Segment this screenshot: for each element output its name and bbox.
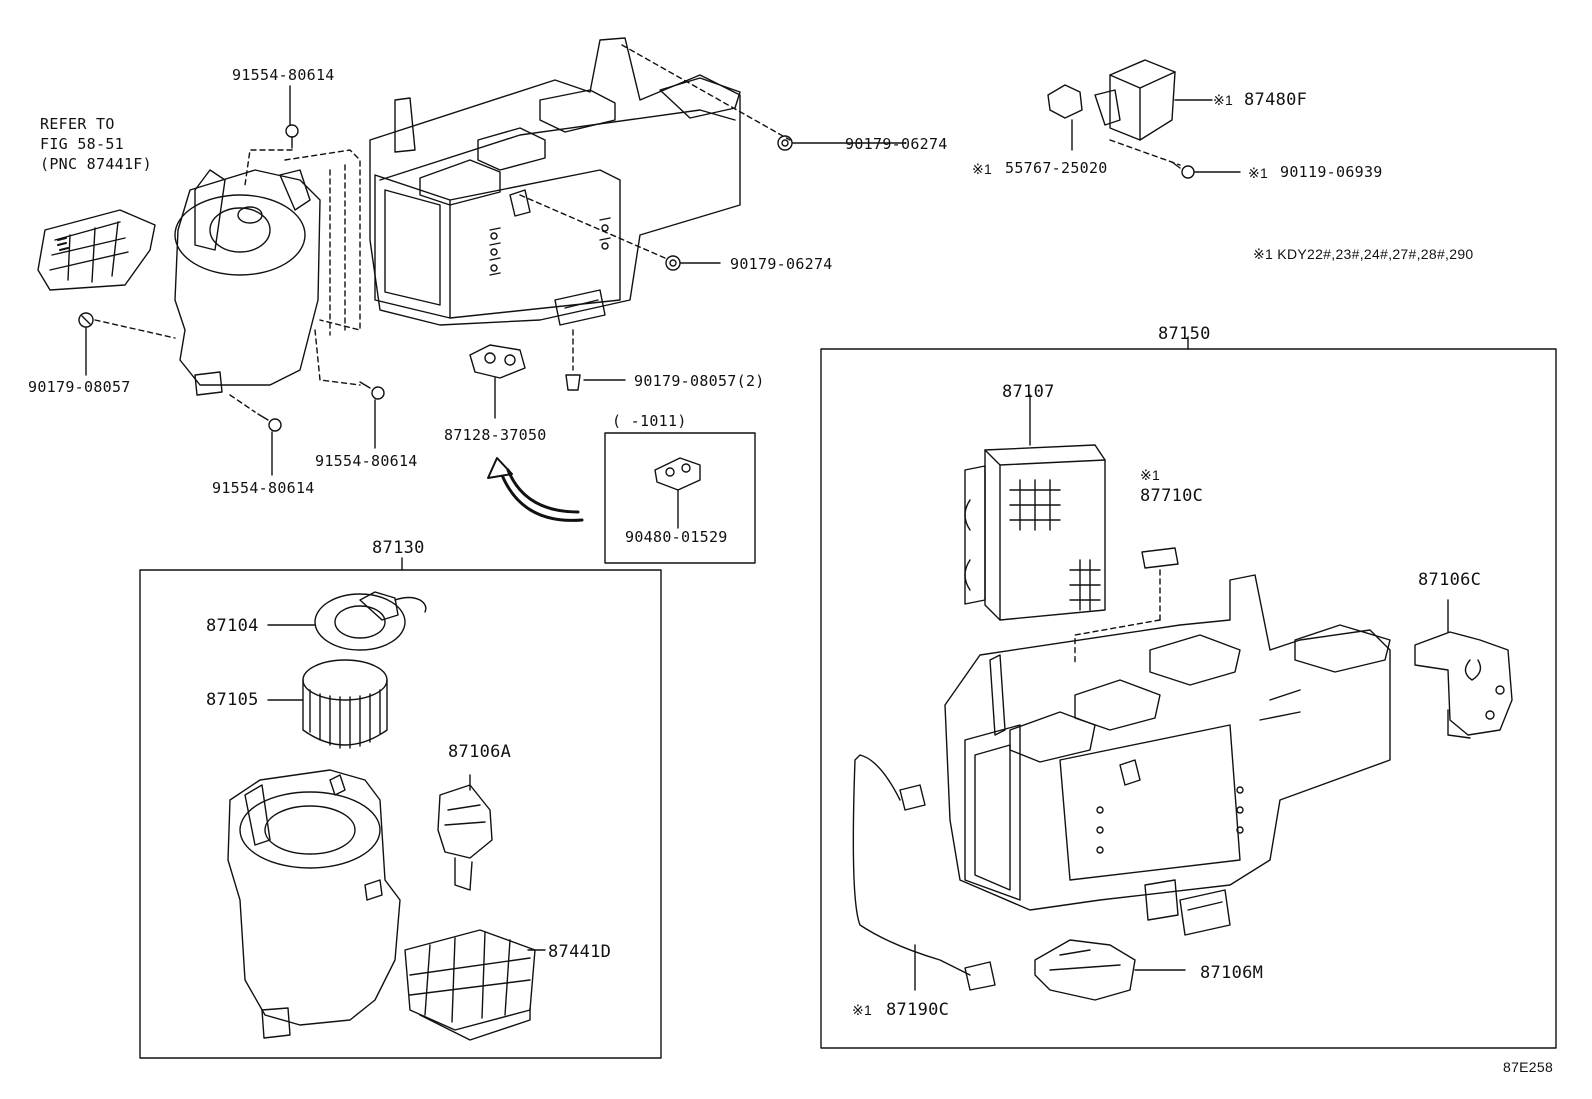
- inset-box: [604, 432, 756, 564]
- screw-note-mark: ※1: [1248, 165, 1269, 181]
- part-number-nut-left: 90179-08057: [28, 378, 131, 396]
- part-number-nut-mid-right: 90179-06274: [730, 255, 833, 273]
- refer-note-line1: REFER TO: [40, 115, 115, 133]
- filter-cover-drawing: [37, 209, 156, 291]
- part-number-screw: 90119-06939: [1280, 163, 1383, 181]
- case-group-drawing: [852, 394, 1513, 1001]
- part-number-servo-a: 87106A: [448, 742, 512, 762]
- part-number-fan: 87105: [206, 690, 259, 710]
- blower-group-drawing: [227, 591, 546, 1041]
- refer-note-line3: (PNC 87441F): [40, 155, 152, 173]
- group-title-87150: 87150: [1158, 324, 1211, 344]
- thermistor-note-mark: ※1: [1140, 467, 1161, 483]
- top-leader-lines: [85, 44, 906, 476]
- group-title-87130: 87130: [372, 538, 425, 558]
- part-number-bolt-low: 91554-80614: [212, 479, 315, 497]
- case-group-box: [820, 336, 1557, 1049]
- socket-note-mark: ※1: [972, 161, 993, 177]
- inset-range-label: ( -1011): [612, 412, 687, 430]
- part-number-bolt-top: 91554-80614: [232, 66, 335, 84]
- part-number-servo-m: 87106M: [1200, 963, 1264, 983]
- part-number-motor: 87104: [206, 616, 259, 636]
- part-number-nut-center: 90179-08057(2): [634, 372, 765, 390]
- top-unit-drawing: [174, 37, 741, 396]
- applicability-footnote: ※1 KDY22#,23#,24#,27#,28#,290: [1253, 246, 1474, 262]
- part-number-relay: 87480F: [1244, 90, 1308, 110]
- relay-note-mark: ※1: [1213, 92, 1234, 108]
- part-number-nut-upper-right: 90179-06274: [845, 135, 948, 153]
- relay-drawing: [1047, 59, 1241, 179]
- refer-note-line2: FIG 58-51: [40, 135, 124, 153]
- part-number-socket: 55767-25020: [1005, 159, 1108, 177]
- part-number-evaporator: 87107: [1002, 382, 1055, 402]
- figure-code: 87E258: [1503, 1059, 1554, 1075]
- curved-arrow-icon: [487, 457, 584, 522]
- harness-note-mark: ※1: [852, 1002, 873, 1018]
- part-number-inset: 90480-01529: [625, 528, 728, 546]
- part-number-filter: 87441D: [548, 942, 612, 962]
- top-fasteners: [78, 124, 793, 432]
- blower-group-box: [139, 557, 662, 1059]
- part-number-cushion: 87128-37050: [444, 426, 547, 444]
- part-number-servo-c: 87106C: [1418, 570, 1482, 590]
- part-number-bolt-mid: 91554-80614: [315, 452, 418, 470]
- part-number-harness: 87190C: [886, 1000, 950, 1020]
- part-number-thermistor: 87710C: [1140, 486, 1204, 506]
